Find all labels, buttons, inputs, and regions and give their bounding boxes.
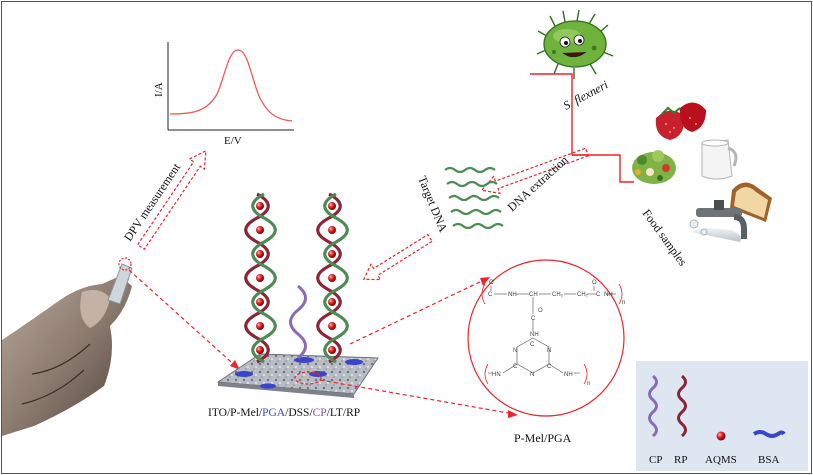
bracket-top (530, 73, 573, 155)
dpv-plot: I/A E/V (153, 42, 294, 147)
chem-o3: O (538, 308, 543, 314)
electrode-zoom-arrowhead (230, 360, 240, 370)
ito-platform-edge (218, 382, 354, 398)
legend-aqms-label: AQMS (705, 454, 737, 466)
polymer-zoom-line-top (349, 278, 487, 345)
legend-cp-swatch (648, 374, 658, 438)
legend-bsa-label: BSA (758, 454, 779, 466)
polymer-label: P-Mel/PGA (514, 431, 572, 445)
legend-aqms-swatch (716, 431, 726, 441)
chem-n-sub2: n (587, 381, 590, 387)
chem-hn: HN (492, 372, 501, 378)
chem-o2: O (592, 280, 597, 286)
bracket-bottom (572, 154, 634, 183)
chem-ring-c2: C (547, 364, 552, 370)
ito-electrode-strip (107, 263, 133, 305)
polymer-zoom-circle (467, 259, 625, 417)
legend-box (636, 361, 808, 471)
chem-o1: O (489, 280, 494, 286)
dpv-y-label: I/A (153, 82, 165, 97)
electrode-zoom-circle (118, 257, 132, 271)
polymer-structure: C NH CH CH₂ CH₂ C NH O O C O NH C N N C … (467, 259, 625, 417)
chem-n-sub1: n (622, 300, 625, 306)
dna-extraction-label: DNA extraction (505, 153, 571, 214)
legend: CP RP AQMS BSA (636, 361, 808, 471)
polymer-zoom-arrowhead-top (480, 277, 490, 286)
modified-electrode (216, 192, 379, 398)
helix-left (244, 192, 277, 364)
food-samples-image (632, 102, 772, 242)
chem-ch2b: CH₂ (577, 292, 589, 298)
electrode-label: ITO/P-Mel/PGA/DSS/CP/LT/RP (208, 407, 360, 419)
chem-ch2a: CH₂ (552, 292, 564, 298)
chem-ring-c3: C (513, 364, 518, 370)
food-samples-label: Food samples (640, 207, 691, 269)
target-dna-label: Target DNA (415, 174, 450, 234)
legend-rp-swatch (677, 374, 687, 438)
dpv-peak-curve (169, 49, 293, 122)
chem-nh4: NH (564, 372, 573, 378)
water-faucet (689, 200, 747, 242)
chem-ring-n1: N (547, 348, 551, 354)
chem-ring-n2: N (513, 348, 517, 354)
chem-c3: C (531, 316, 536, 322)
s-flexneri-bacterium (536, 9, 614, 79)
s-flexneri-label: S. flexneri (561, 77, 611, 112)
chem-nh1: NH (508, 292, 517, 298)
legend-rp-label: RP (674, 454, 687, 466)
chem-nh2: NH (604, 292, 613, 298)
dna-extraction-arrow (480, 147, 590, 195)
target-dna (444, 166, 504, 230)
hand-electrode-photo (2, 257, 133, 436)
cp-strand (289, 284, 307, 360)
salad-bowl (632, 150, 676, 184)
legend-bsa-swatch (752, 430, 786, 438)
legend-cp-label: CP (649, 454, 662, 466)
surface-zoom-ellipse (294, 371, 322, 385)
helix-right (316, 192, 349, 364)
electrode-zoom-line (128, 269, 241, 371)
bread-slices (730, 182, 772, 222)
chem-c2: C (596, 292, 601, 298)
milk-jug (701, 139, 738, 180)
chem-ch1: CH (529, 292, 538, 298)
dpv-arrow (136, 149, 207, 251)
chem-ring-c1: C (530, 342, 535, 348)
strawberries (655, 102, 706, 140)
chem-c1: C (488, 292, 493, 298)
chem-ring-n3: N (530, 372, 534, 378)
polymer-zoom-arrowhead-bottom (508, 410, 518, 418)
target-dna-arrow (362, 233, 433, 281)
chem-nh3: NH (530, 332, 539, 338)
dpv-measurement-label: DPV measurement (121, 160, 184, 244)
dpv-x-label: E/V (224, 135, 242, 147)
polymer-zoom-line-bottom (319, 379, 515, 415)
